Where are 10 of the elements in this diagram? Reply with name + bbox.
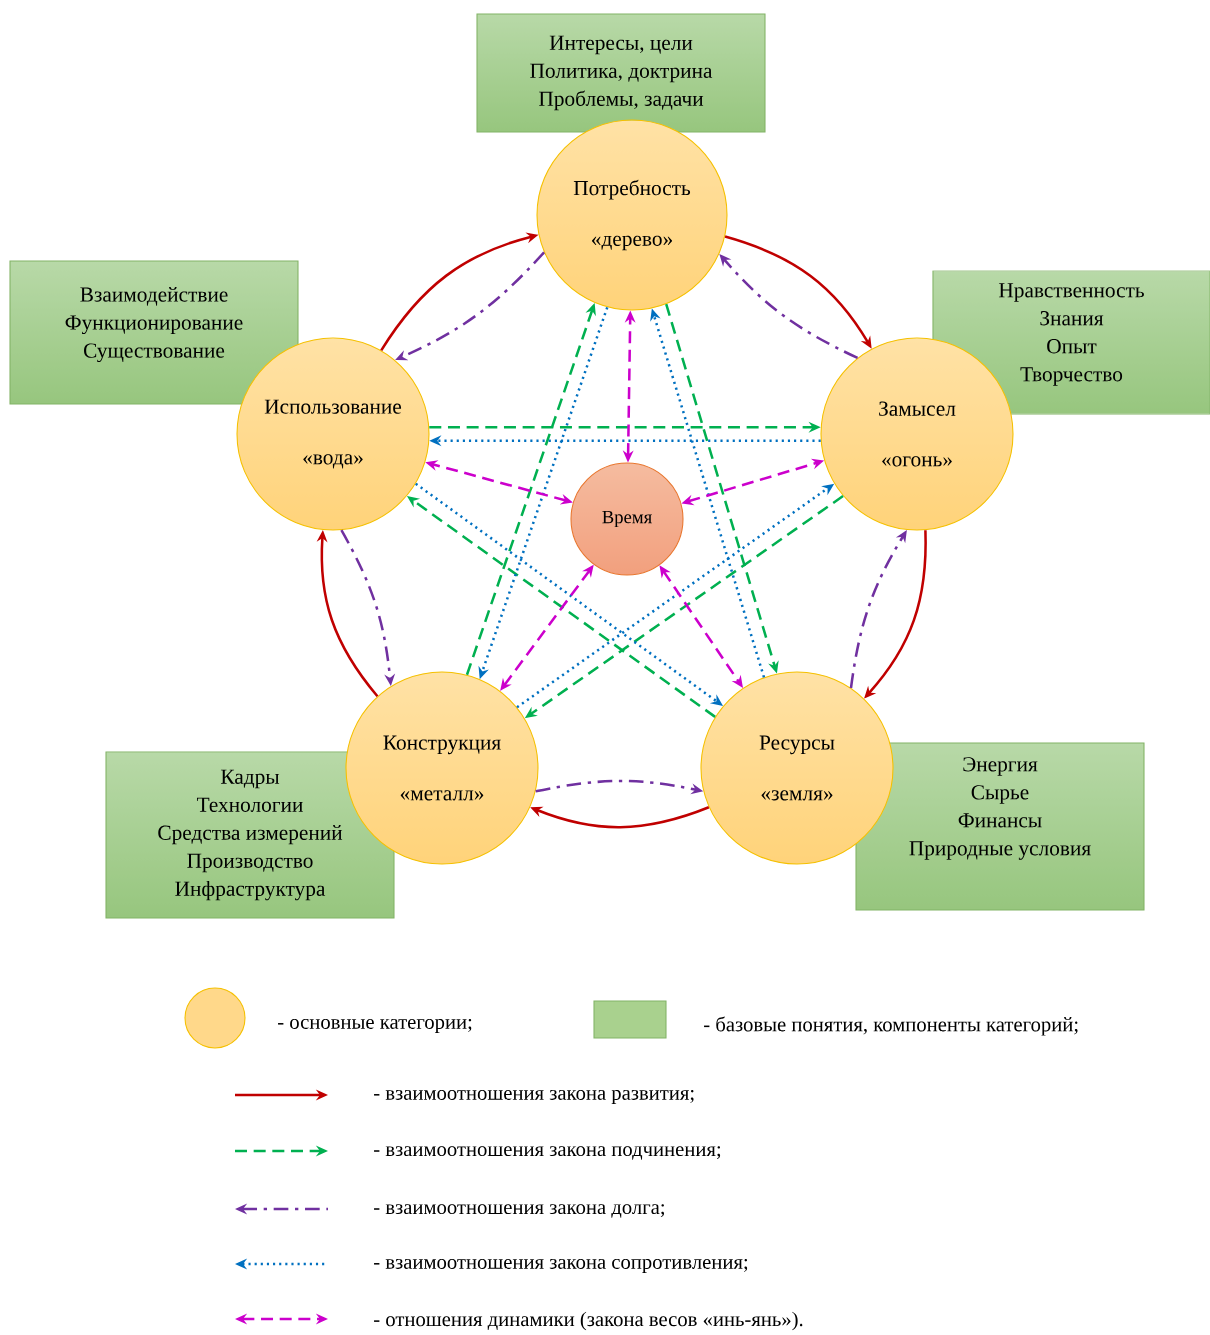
concept-box: Интересы, цели Политика, доктрина Проблемы, задачи <box>476 13 766 133</box>
legend-label: - взаимоотношения закона долга; <box>374 1204 664 1218</box>
legend-label: - взаимоотношения закона развития; <box>374 1089 694 1105</box>
legend-label: - основные категории; <box>278 1018 472 1034</box>
legend-label: - отношения динамики (закона весов «инь-янь»). <box>374 1311 803 1331</box>
concept-box: Энергия Сырье Финансы Природные условия <box>855 742 1145 911</box>
legend-label: - взаимоотношения закона подчинения; <box>374 1146 721 1160</box>
concept-box: Кадры Технологии Средства измерений Производство Инфраструктура <box>105 751 395 919</box>
legend-label: - базовые понятия, компоненты категорий; <box>704 1016 1078 1036</box>
legend-label: - взаимоотношения закона сопротивления; <box>374 1258 748 1274</box>
